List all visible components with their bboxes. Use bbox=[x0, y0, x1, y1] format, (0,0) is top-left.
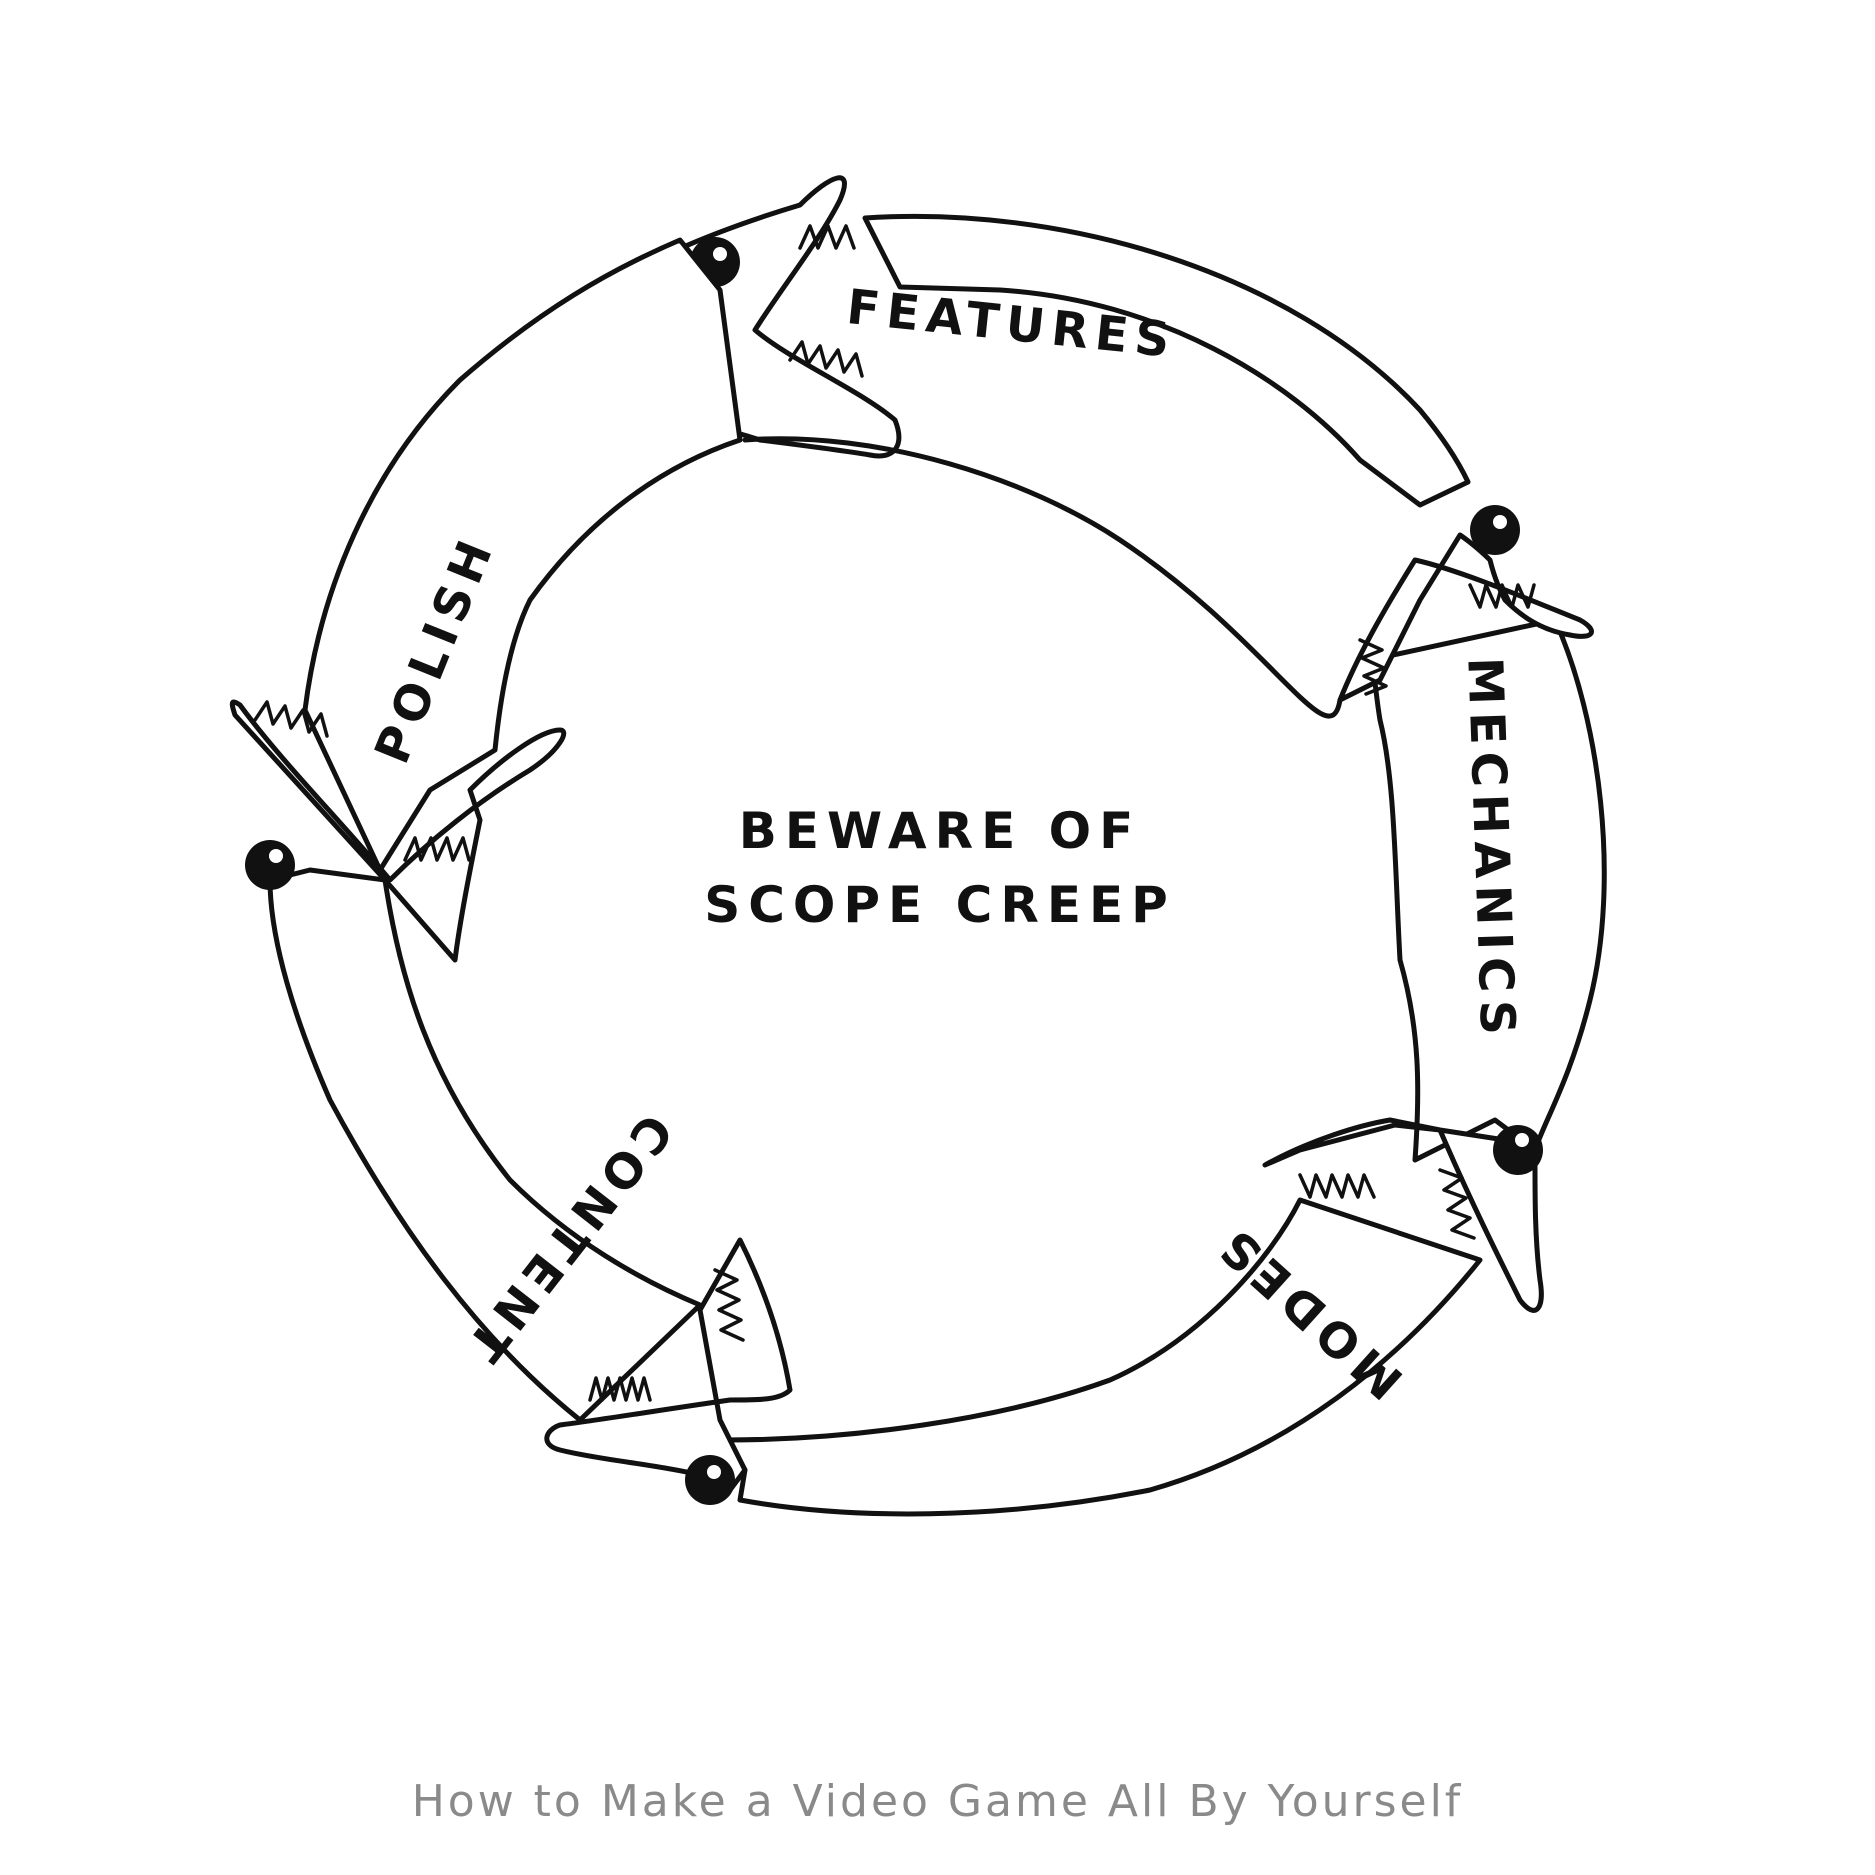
creature-polish-eye bbox=[245, 840, 295, 890]
creature-mechanics-eye bbox=[1470, 505, 1520, 555]
center-line-2: SCOPE CREEP bbox=[704, 876, 1176, 934]
creature-polish bbox=[229, 237, 743, 963]
label-mechanics: MECHANICS bbox=[1456, 656, 1525, 1043]
center-line-1: BEWARE OF bbox=[739, 802, 1142, 860]
creature-polish-head bbox=[229, 699, 567, 963]
book-title-footer: How to Make a Video Game All By Yourself bbox=[411, 1776, 1464, 1827]
inner-ring bbox=[742, 436, 1343, 719]
creature-content-head bbox=[544, 1237, 793, 1493]
creature-content-eye bbox=[685, 1455, 735, 1505]
creature-polish-body bbox=[302, 237, 743, 873]
creature-content bbox=[267, 867, 793, 1505]
creature-modes bbox=[722, 1117, 1544, 1517]
creature-modes-head bbox=[1262, 1117, 1544, 1313]
creature-mechanics-head bbox=[1337, 532, 1594, 703]
creature-features-body bbox=[862, 213, 1471, 508]
creature-modes-eye bbox=[1493, 1125, 1543, 1175]
creature-modes-body bbox=[722, 1197, 1483, 1517]
